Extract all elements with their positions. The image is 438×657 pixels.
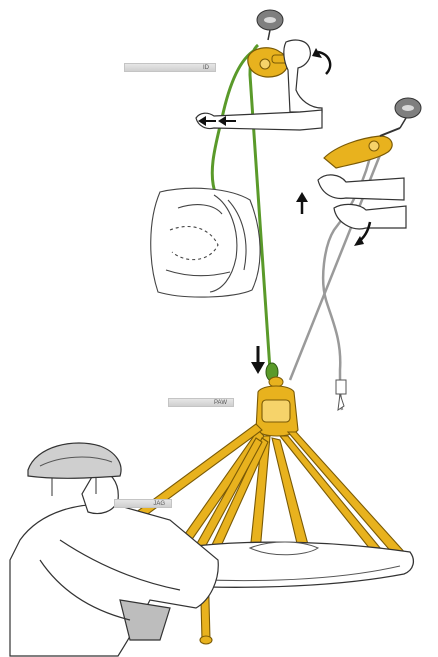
rescuer-figure: [10, 470, 218, 656]
down-arrow-icon: [251, 346, 265, 374]
horizontal-arm: [196, 110, 322, 130]
up-arrow-icon: [296, 192, 308, 214]
rope-knot: [266, 363, 283, 387]
right-anchor-plate-icon: [395, 98, 421, 128]
left-anchor-plate-icon: [257, 10, 283, 40]
top-label-tag: ID: [124, 63, 216, 72]
rope-bag-icon: [151, 188, 260, 297]
rope-clamp-icon: [324, 128, 400, 168]
middle-label-tag: PAW: [168, 398, 234, 407]
person-label-tag: JAG: [114, 499, 172, 508]
rigging-slings: [120, 386, 408, 644]
